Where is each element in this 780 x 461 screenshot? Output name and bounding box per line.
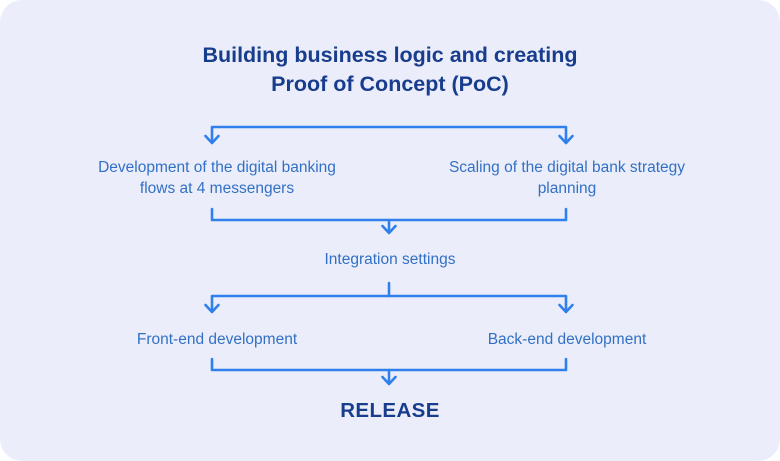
merge-connector-1 (210, 207, 568, 235)
arrow-down-icon (558, 303, 574, 314)
node-text-line: Back-end development (487, 331, 647, 348)
node-front-end-development: Front-end development (60, 329, 374, 350)
node-scaling-strategy-planning: Scaling of the digital bank strategy pla… (410, 157, 724, 199)
merge-connector-2 (210, 357, 568, 386)
split-connector-2 (204, 281, 574, 314)
node-text-line: planning (537, 180, 597, 197)
merge-1-line (210, 207, 568, 222)
arrow-down-icon (381, 224, 397, 235)
node-text-line: Front-end development (136, 331, 298, 348)
node-release: RELEASE (340, 399, 440, 422)
node-integration-settings: Integration settings (0, 249, 780, 270)
arrow-down-icon (204, 303, 220, 314)
node-text-line: Development of the digital banking (98, 159, 336, 176)
node-text-line: flows at 4 messengers (139, 180, 295, 197)
arrow-down-icon (558, 134, 574, 145)
diagram-title: Building business logic and creating Pro… (0, 41, 780, 99)
merge-2-line (210, 357, 568, 372)
arrow-down-icon (381, 375, 397, 386)
split-connector-top (204, 125, 574, 145)
split-top-line (210, 125, 568, 143)
node-back-end-development: Back-end development (410, 329, 724, 350)
node-development-of-banking-flows: Development of the digital banking flows… (60, 157, 374, 199)
node-text-line: Scaling of the digital bank strategy (448, 159, 686, 176)
title-line-2: Proof of Concept (PoC) (271, 72, 509, 96)
arrow-down-icon (204, 134, 220, 145)
title-line-1: Building business logic and creating (202, 43, 578, 67)
split-2-line (210, 294, 568, 312)
node-text-line: Integration settings (324, 251, 456, 268)
